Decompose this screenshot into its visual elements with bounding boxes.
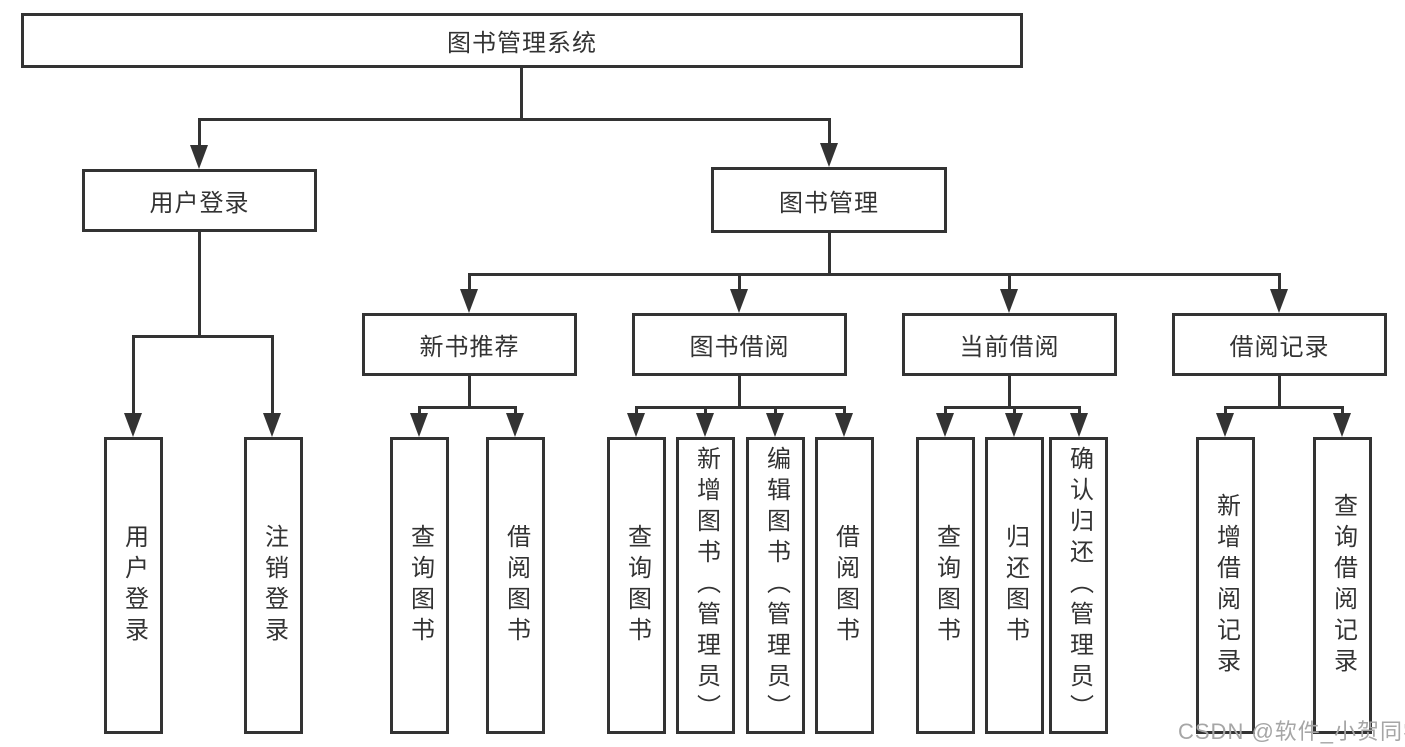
arrow-down-icon (506, 413, 524, 437)
node-label: 借阅图书 (831, 523, 859, 648)
connector-line (418, 406, 421, 417)
node-leaf-add-borrow-record: 新增借阅记录 (1196, 437, 1255, 734)
node-label: 新增借阅记录 (1212, 492, 1240, 679)
node-label: 用户登录 (120, 523, 148, 648)
node-book-management: 图书管理 (711, 167, 947, 233)
arrow-down-icon (1000, 289, 1018, 313)
node-label: 图书借阅 (689, 334, 790, 361)
node-label: 新增图书（管理员） (692, 446, 720, 725)
node-leaf-return-books: 归还图书 (985, 437, 1044, 734)
connector-line (198, 232, 201, 335)
arrow-down-icon (696, 413, 714, 437)
node-label: 图书管理 (779, 189, 879, 217)
node-leaf-add-books-admin: 新增图书（管理员） (676, 437, 735, 734)
arrow-down-icon (460, 289, 478, 313)
node-borrow-records: 借阅记录 (1172, 313, 1387, 376)
connector-line (828, 118, 831, 150)
node-current-borrowing: 当前借阅 (902, 313, 1117, 376)
node-new-book-recommendation: 新书推荐 (362, 313, 577, 376)
node-label: 图书管理系统 (447, 30, 597, 57)
arrow-down-icon (1070, 413, 1088, 437)
node-label: 新书推荐 (419, 334, 520, 361)
node-leaf-logout: 注销登录 (244, 437, 303, 734)
node-label: 当前借阅 (959, 334, 1060, 361)
connector-line (944, 406, 1081, 409)
connector-line (843, 406, 846, 417)
arrow-down-icon (766, 413, 784, 437)
node-library-management-system: 图书管理系统 (21, 13, 1023, 68)
node-leaf-borrow-books: 借阅图书 (815, 437, 874, 734)
watermark: CSDN @软件_小贺同学 (1178, 719, 1405, 744)
node-leaf-query-books: 查询图书 (916, 437, 975, 734)
node-leaf-borrow-books: 借阅图书 (486, 437, 545, 734)
connector-line (944, 406, 947, 417)
arrow-down-icon (1005, 413, 1023, 437)
arrow-down-icon (835, 413, 853, 437)
arrow-down-icon (730, 289, 748, 313)
connector-line (1341, 406, 1344, 417)
node-label: 查询图书 (406, 523, 434, 648)
connector-line (198, 118, 201, 150)
connector-line (738, 376, 741, 406)
connector-line (418, 406, 517, 409)
node-user-login: 用户登录 (82, 169, 317, 232)
connector-line (1013, 406, 1016, 417)
connector-line (1008, 273, 1011, 293)
node-label: 查询图书 (623, 523, 651, 648)
node-label: 归还图书 (1001, 523, 1029, 648)
node-book-borrowing: 图书借阅 (632, 313, 847, 376)
node-leaf-query-books: 查询图书 (390, 437, 449, 734)
connector-line (271, 335, 274, 417)
connector-line (520, 68, 523, 118)
connector-line (1008, 376, 1011, 406)
arrow-down-icon (124, 413, 142, 437)
arrow-down-icon (627, 413, 645, 437)
node-label: 借阅记录 (1229, 334, 1330, 361)
connector-line (514, 406, 517, 417)
node-leaf-query-borrow-record: 查询借阅记录 (1313, 437, 1372, 734)
node-leaf-user-login: 用户登录 (104, 437, 163, 734)
connector-line (828, 233, 831, 273)
connector-line (635, 406, 638, 417)
node-label: 确认归还（管理员） (1065, 446, 1093, 725)
connector-line (1224, 406, 1343, 409)
connector-line (635, 406, 846, 409)
connector-line (132, 335, 135, 417)
node-leaf-edit-books-admin: 编辑图书（管理员） (746, 437, 805, 734)
connector-line (1078, 406, 1081, 417)
connector-line (198, 118, 831, 121)
node-leaf-query-books: 查询图书 (607, 437, 666, 734)
arrow-down-icon (410, 413, 428, 437)
connector-line (1224, 406, 1227, 417)
node-label: 查询借阅记录 (1329, 492, 1357, 679)
connector-line (1278, 376, 1281, 406)
arrow-down-icon (820, 143, 838, 167)
connector-line (468, 273, 471, 293)
arrow-down-icon (1333, 413, 1351, 437)
node-label: 借阅图书 (502, 523, 530, 648)
node-leaf-confirm-return-admin: 确认归还（管理员） (1049, 437, 1108, 734)
connector-line (468, 376, 471, 406)
node-label: 查询图书 (932, 523, 960, 648)
connector-line (704, 406, 707, 417)
connector-line (738, 273, 741, 293)
node-label: 编辑图书（管理员） (762, 446, 790, 725)
arrow-down-icon (263, 413, 281, 437)
arrow-down-icon (936, 413, 954, 437)
node-label: 用户登录 (149, 190, 250, 217)
arrow-down-icon (190, 145, 208, 169)
connector-line (1278, 273, 1281, 293)
arrow-down-icon (1216, 413, 1234, 437)
connector-line (774, 406, 777, 417)
arrow-down-icon (1270, 289, 1288, 313)
node-label: 注销登录 (260, 523, 288, 648)
connector-line (132, 335, 274, 338)
connector-line (468, 273, 1281, 276)
